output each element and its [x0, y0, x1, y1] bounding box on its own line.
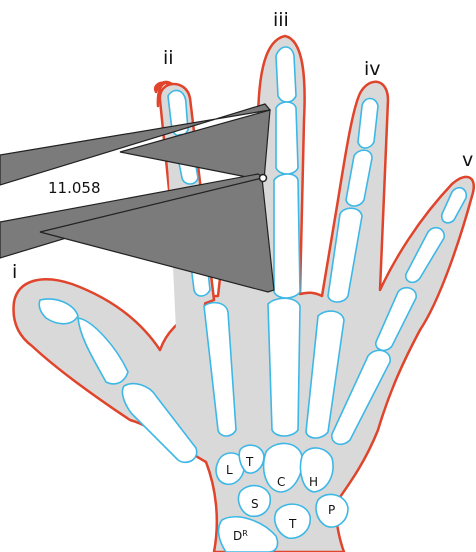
- label-pisiform: P: [328, 503, 335, 517]
- label-scaphoid: S: [251, 497, 259, 511]
- label-hamate: H: [309, 475, 318, 489]
- label-index: ii: [163, 47, 174, 69]
- label-triquetrum: T: [245, 455, 254, 469]
- label-thumb: i: [12, 261, 17, 283]
- caliper-pivot: [260, 175, 267, 182]
- caliper-tool: [0, 104, 274, 292]
- label-middle: iii: [273, 9, 289, 31]
- label-little: v: [462, 149, 473, 171]
- label-trapezium: T: [288, 517, 297, 531]
- label-radius-sup: R: [242, 529, 248, 538]
- label-radius-main: D: [233, 529, 242, 543]
- label-lunate: L: [226, 463, 233, 477]
- measurement-value: 11.058: [48, 179, 101, 197]
- label-ring: iv: [364, 58, 381, 80]
- label-capitate: C: [277, 475, 285, 489]
